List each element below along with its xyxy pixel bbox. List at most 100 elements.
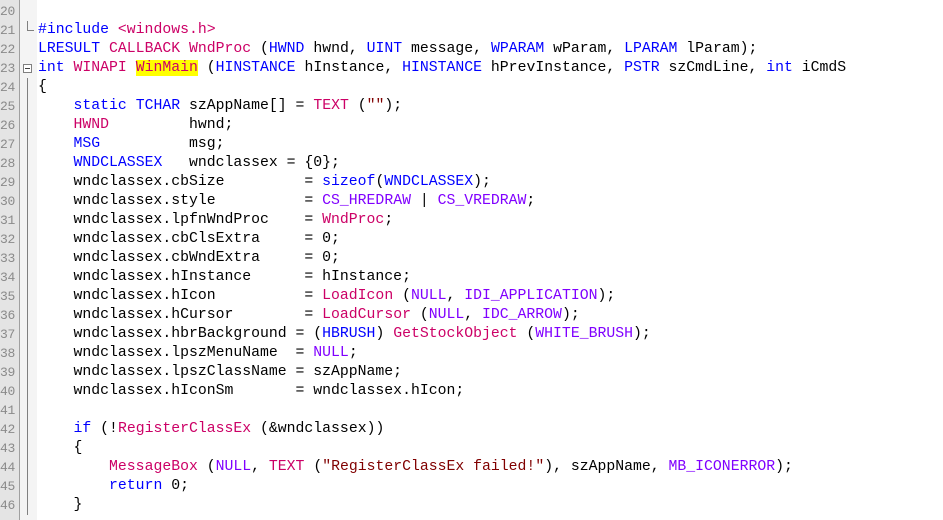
code-token: ( (393, 288, 411, 304)
code-token: lParam); (677, 41, 758, 57)
code-text[interactable]: wndclassex.style = CS_HREDRAW | CS_VREDR… (38, 192, 536, 211)
code-text[interactable]: LRESULT CALLBACK WndProc (HWND hwnd, UIN… (38, 40, 757, 59)
code-text[interactable]: { (38, 439, 83, 458)
code-text[interactable]: wndclassex.cbClsExtra = 0; (38, 230, 340, 249)
code-line[interactable]: 27 MSG msg; (0, 135, 943, 154)
code-line[interactable]: 36 wndclassex.hCursor = LoadCursor (NULL… (0, 306, 943, 325)
code-text[interactable]: WNDCLASSEX wndclassex = {0}; (38, 154, 340, 173)
code-token: iCmdS (792, 60, 847, 76)
code-text[interactable]: wndclassex.hInstance = hInstance; (38, 268, 411, 287)
code-token (38, 459, 109, 475)
code-token: ); (597, 288, 616, 304)
code-line[interactable]: 21 #include <windows.h> (0, 21, 943, 40)
line-number: 44 (0, 460, 16, 475)
code-text[interactable]: { (38, 78, 47, 97)
code-line[interactable]: 29 wndclassex.cbSize = sizeof(WNDCLASSEX… (0, 173, 943, 192)
code-line[interactable]: 44 MessageBox (NULL, TEXT ("RegisterClas… (0, 458, 943, 477)
code-line[interactable]: 45 return 0; (0, 477, 943, 496)
code-text[interactable]: static TCHAR szAppName[] = TEXT (""); (38, 97, 403, 116)
code-token: 0; (162, 478, 189, 494)
code-text[interactable]: if (!RegisterClassEx (&wndclassex)) (38, 420, 385, 439)
code-line[interactable]: 26 HWND hwnd; (0, 116, 943, 135)
code-line[interactable]: 40 wndclassex.hIconSm = wndclassex.hIcon… (0, 382, 943, 401)
code-token: ( (260, 41, 269, 57)
code-token: "RegisterClassEx failed!" (322, 459, 545, 475)
code-token: wndclassex.lpszMenuName = (38, 345, 314, 361)
code-text[interactable]: wndclassex.lpszMenuName = NULL; (38, 344, 358, 363)
code-line[interactable]: 35 wndclassex.hIcon = LoadIcon (NULL, ID… (0, 287, 943, 306)
code-token: IDC_ARROW (482, 307, 562, 323)
code-line[interactable]: 22 LRESULT CALLBACK WndProc (HWND hwnd, U… (0, 40, 943, 59)
code-text[interactable]: MSG msg; (38, 135, 225, 154)
fold-guide-line (27, 135, 28, 154)
fold-guide-line (27, 439, 28, 458)
code-text[interactable]: wndclassex.cbSize = sizeof(WNDCLASSEX); (38, 173, 491, 192)
code-text[interactable]: wndclassex.lpszClassName = szAppName; (38, 363, 403, 382)
line-number: 24 (0, 80, 16, 95)
code-text[interactable]: wndclassex.hIconSm = wndclassex.hIcon; (38, 382, 465, 401)
code-text[interactable]: #include <windows.h> (38, 21, 216, 40)
code-line[interactable]: 24 { (0, 78, 943, 97)
line-number: 39 (0, 365, 16, 380)
code-token: ; (526, 193, 536, 209)
code-token: WINAPI (73, 60, 136, 76)
code-line[interactable]: 25 static TCHAR szAppName[] = TEXT (""); (0, 97, 943, 116)
code-token: HINSTANCE (402, 60, 483, 76)
code-line[interactable]: 41 (0, 401, 943, 420)
code-token: ( (348, 98, 367, 114)
code-token: ); (561, 307, 580, 323)
code-text[interactable]: } (38, 496, 83, 515)
code-token: PSTR (624, 60, 660, 76)
code-line[interactable]: 43 { (0, 439, 943, 458)
code-line[interactable]: 39 wndclassex.lpszClassName = szAppName; (0, 363, 943, 382)
code-token: if (73, 421, 92, 437)
code-token (38, 478, 109, 494)
code-token: ( (197, 60, 216, 76)
fold-collapse-icon[interactable] (23, 64, 32, 73)
code-text[interactable]: wndclassex.lpfnWndProc = WndProc; (38, 211, 394, 230)
fold-guide-line (27, 116, 28, 135)
code-line[interactable]: 33 wndclassex.cbWndExtra = 0; (0, 249, 943, 268)
line-number: 38 (0, 346, 16, 361)
code-text[interactable]: return 0; (38, 477, 189, 496)
code-line[interactable]: 34 wndclassex.hInstance = hInstance; (0, 268, 943, 287)
line-number: 22 (0, 42, 16, 57)
code-text[interactable]: HWND hwnd; (38, 116, 234, 135)
code-line[interactable]: 46 } (0, 496, 943, 515)
code-token: hwnd, (304, 41, 367, 57)
code-line[interactable]: 28 WNDCLASSEX wndclassex = {0}; (0, 154, 943, 173)
code-token: ; (384, 212, 394, 228)
line-number: 21 (0, 23, 16, 38)
code-line[interactable]: 37 wndclassex.hbrBackground = (HBRUSH) G… (0, 325, 943, 344)
code-line[interactable]: 42 if (!RegisterClassEx (&wndclassex)) (0, 420, 943, 439)
code-token: NULL (215, 459, 252, 475)
code-text[interactable]: MessageBox (NULL, TEXT ("RegisterClassEx… (38, 458, 793, 477)
code-token: HWND (73, 117, 110, 133)
code-text[interactable]: int WINAPI WinMain (HINSTANCE hInstance,… (38, 59, 846, 78)
code-text[interactable]: wndclassex.hIcon = LoadIcon (NULL, IDI_A… (38, 287, 616, 306)
code-token: CS_VREDRAW (437, 193, 527, 209)
code-token: GetStockObject (393, 326, 518, 342)
code-token: { (38, 440, 83, 456)
code-token: int (38, 60, 74, 76)
code-line[interactable]: 31 wndclassex.lpfnWndProc = WndProc; (0, 211, 943, 230)
code-line[interactable]: 20 (0, 2, 943, 21)
fold-guide-line (27, 306, 28, 325)
code-line[interactable]: 32 wndclassex.cbClsExtra = 0; (0, 230, 943, 249)
code-text[interactable]: wndclassex.hbrBackground = (HBRUSH) GetS… (38, 325, 651, 344)
code-text[interactable]: wndclassex.hCursor = LoadCursor (NULL, I… (38, 306, 580, 325)
fold-guide-line (27, 192, 28, 211)
code-token: (! (91, 421, 118, 437)
code-line[interactable]: 30 wndclassex.style = CS_HREDRAW | CS_VR… (0, 192, 943, 211)
fold-margin[interactable] (20, 0, 37, 520)
code-token: LRESULT (38, 41, 110, 57)
code-token: message, (402, 41, 491, 57)
fold-end-icon (27, 21, 34, 31)
code-text[interactable]: wndclassex.cbWndExtra = 0; (38, 249, 340, 268)
gutter-divider (19, 0, 20, 520)
code-line[interactable]: 38 wndclassex.lpszMenuName = NULL; (0, 344, 943, 363)
code-token: wndclassex.lpfnWndProc = (38, 212, 323, 228)
line-number: 29 (0, 175, 16, 190)
